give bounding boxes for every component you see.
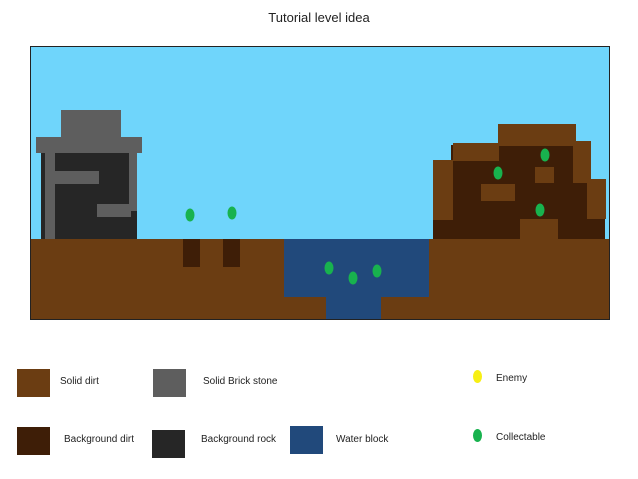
collectable-3 [324,261,334,275]
collectable-1 [185,208,195,222]
legend-label-collectable: Collectable [496,432,546,443]
legend-swatch-background-dirt [17,427,50,455]
level-scene [30,46,610,320]
dirt-hill-top [498,124,576,146]
brick-tower-roof [36,137,142,153]
ground-right [429,239,609,319]
collectable-7 [540,148,550,162]
collectable-5 [372,264,382,278]
legend-icon-enemy [473,370,482,383]
dirt-hill-ledge-left [453,143,499,161]
ground-left [31,239,285,319]
dirt-post-1 [183,239,200,267]
legend-label-background-rock: Background rock [201,434,277,445]
dirt-hill-pillar-far-right [587,179,606,219]
dirt-hill-pillar-right [573,141,591,183]
ground-bottom-left [284,297,326,319]
legend-label-solid-dirt: Solid dirt [60,376,99,387]
legend-label-water-block: Water block [336,434,389,445]
legend-label-solid-brick-stone: Solid Brick stone [203,376,278,387]
brick-tower-right-wall [129,151,137,211]
dirt-post-2 [223,239,240,267]
water-pool [284,239,430,297]
legend-icon-collectable [473,429,482,442]
ground-bottom-right [381,297,431,319]
legend-swatch-solid-brick-stone [153,369,186,397]
brick-ledge-2 [97,204,131,217]
collectable-8 [535,203,545,217]
legend-label-background-dirt: Background dirt [64,434,135,445]
dirt-hill-block-2 [535,167,554,183]
level-scene-canvas [31,47,609,319]
legend-swatch-background-rock [152,430,185,458]
dirt-hill-block-3 [520,219,558,239]
legend-label-enemy: Enemy [496,373,528,384]
rock-tower-body [41,151,137,239]
level-title: Tutorial level idea [268,10,370,25]
legend-swatch-water-block [290,426,323,454]
legend-swatch-solid-dirt [17,369,50,397]
dirt-hill-block-1 [481,184,515,201]
brick-tower-left-wall [45,151,55,239]
brick-tower-top [61,110,121,138]
dirt-hill-pillar-left [433,160,453,220]
brick-ledge-1 [55,171,99,184]
collectable-6 [493,166,503,180]
collectable-2 [227,206,237,220]
collectable-4 [348,271,358,285]
water-channel [325,295,382,319]
